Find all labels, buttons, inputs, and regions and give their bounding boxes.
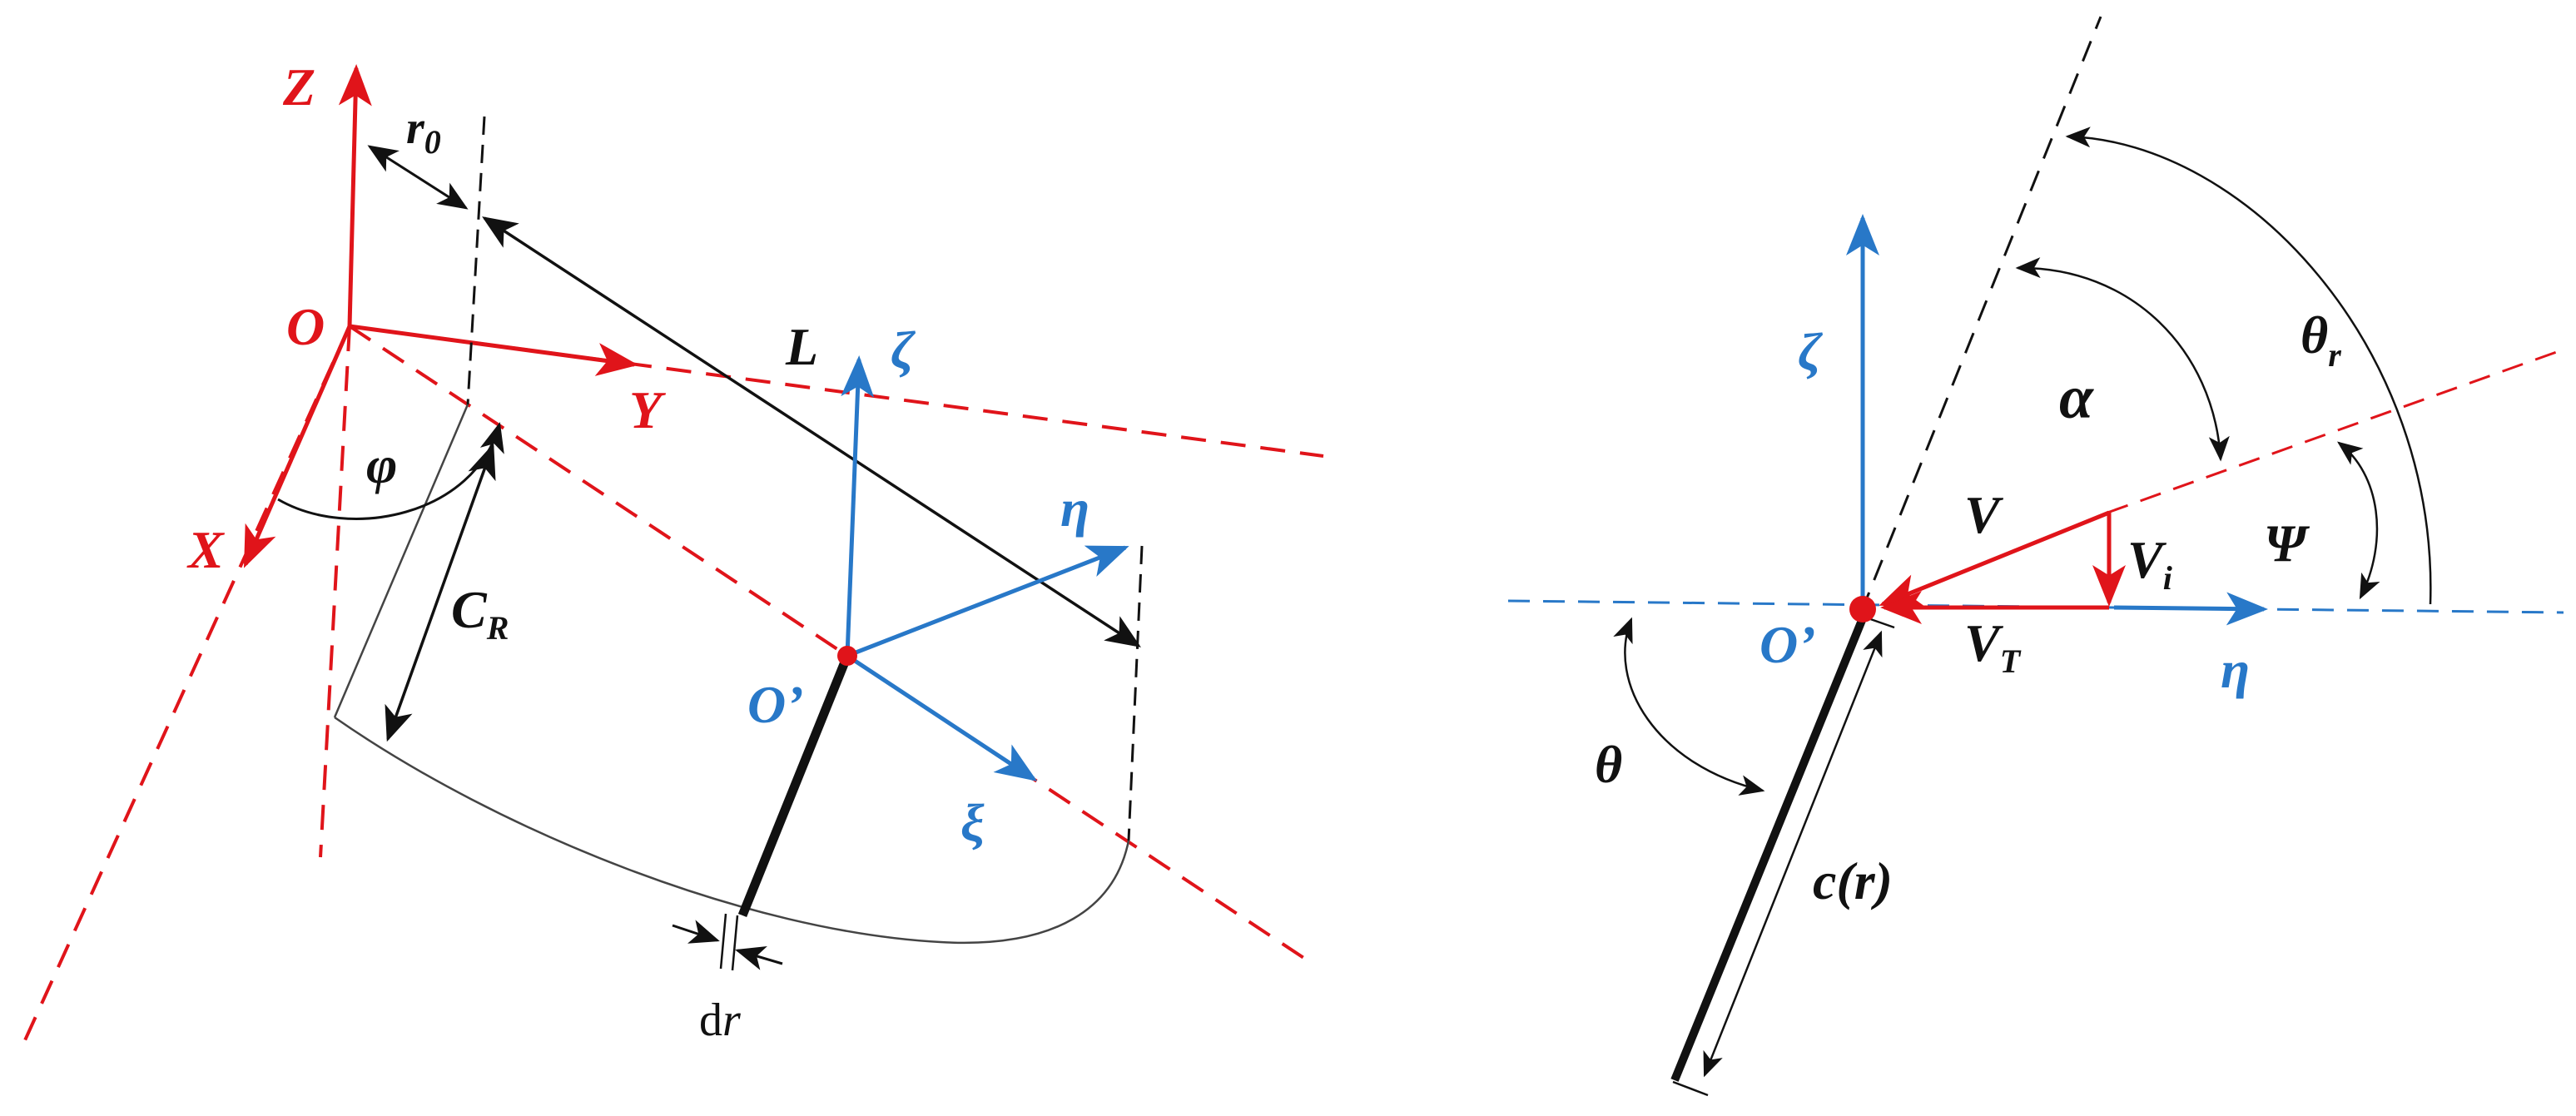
dr-right-tick (731, 915, 739, 971)
V-label: V (1964, 485, 2004, 544)
dr-label: dr (699, 994, 741, 1046)
r0-dimension-arrow (367, 145, 469, 210)
zeta-label: ζ (891, 320, 916, 379)
y-axis-label: Y (629, 380, 666, 439)
origin-prime-label-right: O’ (1760, 615, 1816, 674)
z-axis-label: Z (282, 57, 315, 117)
blade-element-section (737, 653, 852, 918)
psi-angle-arc (2337, 441, 2380, 600)
phi-angle-arc (277, 422, 504, 520)
dr-right-arrow (735, 945, 783, 970)
tip-dashed-guide (1127, 545, 1144, 841)
V-vector (1879, 510, 2110, 607)
origin-prime-point-right (1849, 596, 1876, 622)
theta-angle-arc (1613, 617, 1765, 796)
CR-label: CR (451, 580, 509, 647)
zeta-axis-arrow (841, 355, 875, 657)
right-panel: ζ η O’ α θr Ψ V Vi VT θ c(r) (1507, 16, 2564, 1097)
z-axis-arrow (338, 64, 372, 327)
chord-length-dimension (1703, 630, 1883, 1078)
origin-prime-point (837, 646, 857, 666)
theta-r-label: θr (2301, 305, 2341, 374)
left-panel: Z Y X O r0 L φ CR ζ η ξ O’ dr (23, 57, 1324, 1046)
alpha-angle-arc (2015, 257, 2230, 462)
normal-dashed-line (1859, 16, 2102, 613)
eta-label: η (1060, 479, 1089, 538)
xi-axis-arrow (846, 653, 1038, 781)
eta-axis-arrow-right (2113, 592, 2268, 626)
L-dimension-arrow (482, 216, 1141, 647)
theta-label: θ (1595, 735, 1622, 794)
x-axis-label: X (186, 520, 225, 579)
alpha-label: α (2059, 364, 2094, 432)
x-axis-arrow (243, 325, 352, 568)
theta-r-angle-arc (2065, 126, 2432, 605)
L-label: L (785, 317, 818, 376)
dr-left-tick (719, 913, 727, 970)
xi-label: ξ (960, 793, 985, 852)
Vi-label: Vi (2127, 530, 2172, 597)
VT-label: VT (1964, 613, 2022, 680)
chord-length-label: c(r) (1813, 851, 1893, 910)
projection-dashed-line (319, 325, 351, 858)
CR-dimension-arrow (385, 443, 496, 742)
zeta-label-right: ζ (1798, 322, 1824, 381)
phi-label: φ (366, 435, 397, 494)
origin-prime-label: O’ (747, 675, 804, 734)
blade-trailing-edge-curve (334, 716, 1130, 945)
psi-label: Ψ (2264, 513, 2310, 573)
eta-label-right: η (2221, 640, 2250, 699)
blade-root-edge (333, 404, 469, 718)
inflow-dashed-line (2107, 348, 2564, 514)
root-dashed-guide (466, 116, 486, 405)
blade-chord-section (1670, 613, 1869, 1082)
chord-bottom-tick (1672, 1080, 1709, 1097)
y-axis-arrow (349, 324, 638, 376)
r0-label: r0 (406, 102, 441, 161)
eta-axis-arrow (846, 545, 1129, 658)
dr-left-arrow (672, 920, 720, 944)
origin-label: O (286, 297, 325, 356)
